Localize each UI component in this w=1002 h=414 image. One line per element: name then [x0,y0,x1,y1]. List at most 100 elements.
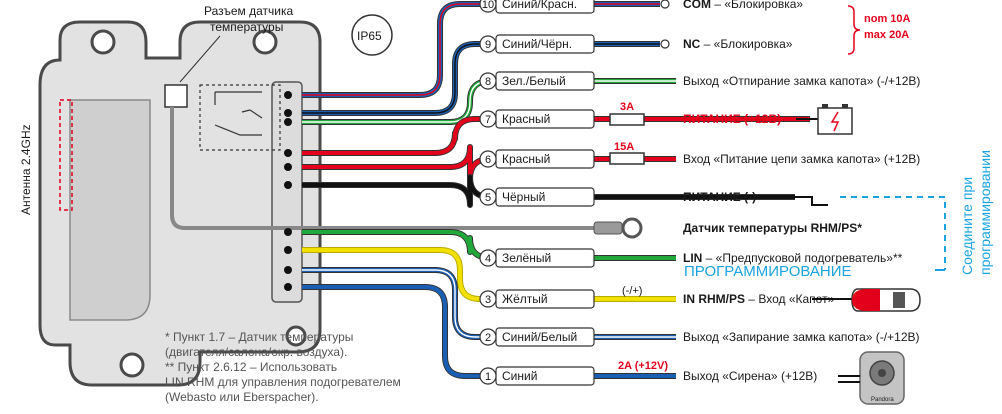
ground-icon [795,196,828,206]
relay-nominal: nom 10A [864,13,911,25]
note-2-line-2: LIN RHM для управления подогревателем [165,375,401,389]
connector-pin [284,163,292,171]
fuse-15a-label: 15A [614,141,634,153]
wire-label-10: 10 Синий/Красн. [479,0,595,14]
fuse-15a-icon [609,152,645,165]
module-body [38,20,600,387]
wire-label-5: 5 Чёрный [479,187,595,207]
connector-pin [284,246,292,254]
battery-icon [817,104,853,135]
wire-number-badge [479,367,497,385]
wire-color-name: Синий [502,369,537,383]
wire-3 [284,246,676,302]
siren-current: 2A (+12V) [618,360,668,372]
wire-description: NC – «Блокировка» [683,37,793,51]
wire-7 [284,116,810,157]
wire-description: Выход «Отпирание замка капота» (-/+12В) [683,74,920,88]
wire-description: ПИТАНИЕ (-) [683,190,756,204]
wire-description: COM – «Блокировка» [683,0,803,11]
wire-10 [284,0,670,99]
wire-description: LIN – «Предпусковой подогреватель»** [683,251,903,265]
wire-color-name: Красный [502,152,550,166]
wire-number: 3 [485,294,491,306]
temp-sensor-icon [593,217,643,239]
connector-pin [284,266,292,274]
wire-color-name: Зел./Белый [502,74,566,88]
connector-pin [284,228,292,236]
fuse-3a-icon [609,113,645,126]
wire-2 [284,266,676,340]
wire-label-4: 4 Зелёный [479,248,595,268]
note-1-line-1: * Пункт 1.7 – Датчик температуры [165,330,353,344]
programming-label: ПРОГРАММИРОВАНИЕ [684,263,852,280]
connector-pin [284,149,292,157]
wire-number: 8 [485,76,491,88]
temp-sensor-label: Датчик температуры RHM/PS* [683,221,862,235]
wire-label-8: 8 Зел./Белый [479,71,595,91]
wire-1 [284,283,676,379]
note-1-line-2: (двигателя/салона/окр. воздуха). [165,345,347,359]
wire-description: Вход «Питание цепи замка капота» (+12В) [683,152,920,166]
wire-9 [284,39,670,117]
wire-number: 5 [485,192,491,204]
wire-number: 4 [485,253,491,265]
wire-color-name: Чёрный [502,190,545,204]
connector-pin [284,109,292,117]
ip-rating-badge [351,14,393,56]
wire-number: 10 [482,0,494,11]
connect-label-1: Соедините при [959,177,975,275]
relay-max: max 20A [864,29,909,41]
wire-number: 2 [485,332,491,344]
hood-polarity: (-/+) [622,285,642,297]
wire-description: Выход «Запирание замка капота» (-/+12В) [683,330,920,344]
wire-number-badge [479,110,497,128]
wire-label-1: 1 Синий [479,366,595,386]
wire-number-badge [479,150,497,168]
sensor-connector-label-2: температуры [210,20,283,34]
antenna-area [59,99,73,211]
programming-link [840,196,946,270]
wire-number-badge [479,249,497,267]
wire-number-badge [479,328,497,346]
wire-number: 1 [485,371,491,383]
siren-icon [838,351,905,405]
wire-number-badge [479,290,497,308]
wire-label-3: 3 Жёлтый [479,289,595,309]
wire-number: 9 [485,39,491,51]
current-bracket [847,5,861,55]
wire-label-6: 6 Красный [479,149,595,169]
wire-number: 6 [485,154,491,166]
ip-rating-text: IP65 [357,29,382,43]
sensor-connector-label: Разъем датчика [204,4,294,18]
wire-color-name: Жёлтый [502,292,548,306]
connector-pin [284,181,292,189]
wire-color-name: Зелёный [502,251,551,265]
wire-number-badge [479,72,497,90]
connector-pin [284,91,292,99]
wire-label-2: 2 Синий/Белый [479,327,595,347]
wire-color-name: Красный [502,112,550,126]
wire-number-badge [479,0,497,13]
fuse-3a-label: 3A [620,101,634,113]
wire-color-name: Синий/Чёрн. [502,37,572,51]
antenna-label: Антенна 2.4GHz [19,124,33,215]
note-2-line-1: ** Пункт 2.6.12 – Использовать [165,360,337,374]
note-2-line-3: (Webasto или Eberspacher). [165,390,319,404]
wire-number-badge [479,188,497,206]
wire-description: IN RHM/PS – Вход «Капот» [683,292,835,306]
wire-color-name: Синий/Белый [502,330,577,344]
wire-label-9: 9 Синий/Чёрн. [479,34,595,54]
car-hood-icon [851,288,921,312]
wire-description: ПИТАНИЕ (+12В) [683,112,781,126]
connector-pin [284,283,292,291]
sensor-connector-icon [164,84,188,108]
wire-number-badge [479,35,497,53]
wires-layer: 10 Синий/Красн. COM – «Блокировка» 9 Синий/Ч… [284,0,920,386]
connector-pin [284,118,292,126]
wire-color-name: Синий/Красн. [502,0,577,11]
connect-label-2: программировании [977,150,993,275]
siren-brand: Pandora [871,397,894,403]
